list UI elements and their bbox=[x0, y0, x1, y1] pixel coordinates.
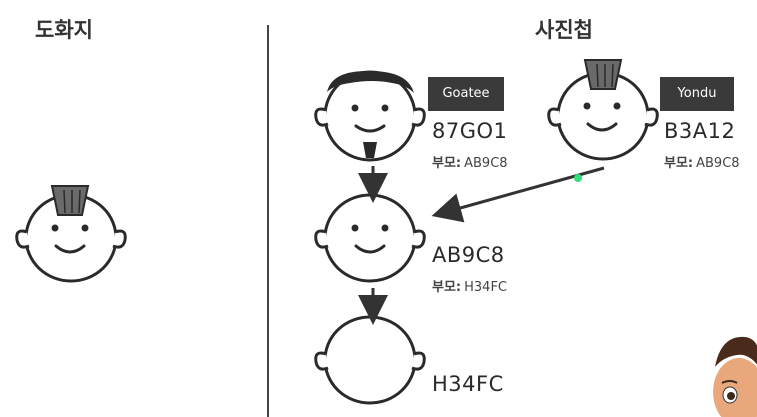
face-mohawk-icon bbox=[549, 60, 658, 159]
parent-value: AB9C8 bbox=[696, 156, 739, 171]
node-id-h34fc: H34FC bbox=[432, 372, 504, 396]
tag-yondu[interactable]: Yondu bbox=[660, 77, 734, 111]
parent-label: 부모: bbox=[664, 156, 693, 171]
arrow-yondu-to-plain bbox=[446, 168, 604, 212]
face-plain-icon bbox=[316, 195, 425, 281]
face-goatee-icon bbox=[316, 71, 425, 160]
node-id-b3a12: B3A12 bbox=[664, 119, 735, 143]
parent-label: 부모: bbox=[432, 280, 461, 295]
cursor-pointer-dot bbox=[574, 174, 582, 182]
tag-goatee[interactable]: Goatee bbox=[428, 77, 504, 111]
node-id-ab9c8: AB9C8 bbox=[432, 243, 505, 267]
node-id-87go1: 87GO1 bbox=[432, 119, 507, 143]
node-parent-ab9c8: 부모:H34FC bbox=[432, 276, 507, 295]
parent-label: 부모: bbox=[432, 156, 461, 171]
parent-value: AB9C8 bbox=[464, 156, 507, 171]
face-bald-icon bbox=[316, 317, 425, 403]
parent-value: H34FC bbox=[464, 280, 507, 295]
memoji-avatar-icon bbox=[697, 297, 757, 417]
node-parent-b3a12: 부모:AB9C8 bbox=[664, 152, 740, 171]
canvas-face-mohawk-icon bbox=[17, 186, 126, 281]
node-parent-87go1: 부모:AB9C8 bbox=[432, 152, 508, 171]
